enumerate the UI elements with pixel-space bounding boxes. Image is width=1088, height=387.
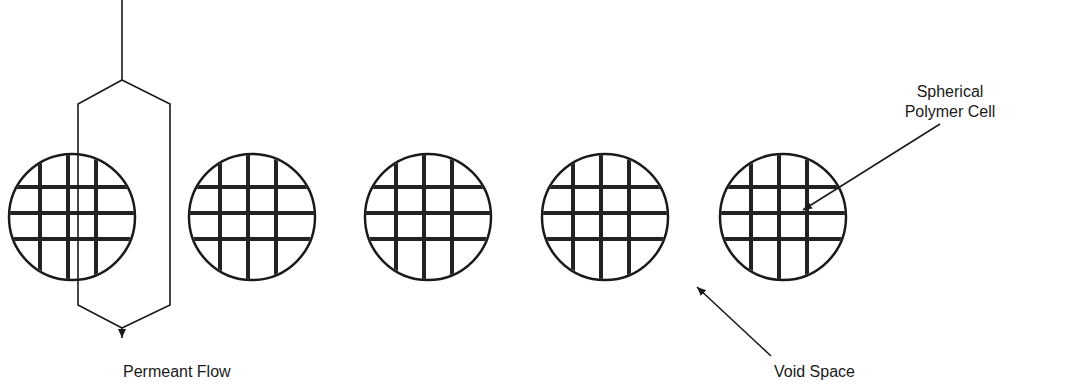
cell-label: Spherical Polymer Cell (890, 82, 1010, 122)
polymer-cell (2, 147, 142, 287)
leader-line (697, 287, 771, 356)
leader-line (803, 124, 940, 210)
void-label: Void Space (774, 362, 914, 382)
polymer-cell (182, 147, 322, 287)
flow-label: Permeant Flow (123, 362, 283, 382)
flow-path (78, 0, 170, 338)
polymer-cell (713, 147, 853, 287)
polymer-cell (535, 147, 675, 287)
polymer-cell (358, 147, 498, 287)
